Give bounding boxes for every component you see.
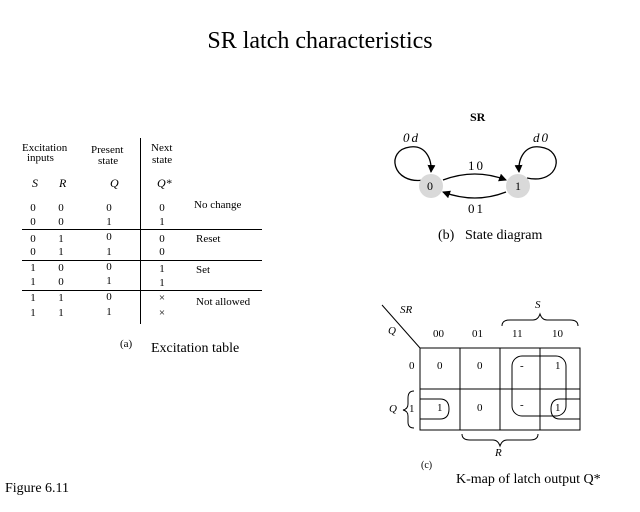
cell-q: 0 bbox=[106, 202, 112, 214]
cell-s: 0 bbox=[30, 202, 36, 214]
cell-qnext: 0 bbox=[159, 233, 165, 245]
state-diagram-header: SR bbox=[470, 110, 486, 124]
header-inputs: inputs bbox=[27, 152, 54, 164]
col-r-label: R bbox=[59, 176, 67, 190]
header-excitation: Excitation bbox=[22, 142, 68, 154]
self-loop-1-label: d0 bbox=[533, 130, 550, 145]
kmap-row-header: 0 bbox=[409, 360, 415, 372]
cell-r: 0 bbox=[58, 216, 64, 228]
caption-a-letter: (a) bbox=[120, 338, 133, 350]
note-no-change: No change bbox=[194, 199, 242, 211]
cell-s: 1 bbox=[30, 307, 36, 319]
caption-c: K-map of latch output Q* bbox=[456, 472, 601, 487]
self-loop-0-arrow bbox=[394, 146, 436, 182]
cell-qnext: × bbox=[158, 307, 166, 319]
figure-label: Figure 6.11 bbox=[5, 481, 70, 496]
cell-qnext: 1 bbox=[159, 263, 165, 275]
group-wrap-right bbox=[550, 398, 580, 420]
state-1-node bbox=[506, 174, 530, 198]
cell-q: 0 bbox=[106, 231, 112, 243]
cell-qnext: 0 bbox=[159, 246, 165, 258]
caption-b: State diagram bbox=[465, 228, 543, 243]
cell-s: 0 bbox=[30, 233, 36, 245]
state-0-label: 0 bbox=[427, 179, 433, 193]
col-qstar-label: Q* bbox=[157, 176, 172, 190]
cell-q: 1 bbox=[106, 216, 112, 228]
table-divider-1 bbox=[22, 229, 262, 230]
kmap-col-header: 01 bbox=[472, 328, 483, 340]
page-title: SR latch characteristics bbox=[207, 28, 433, 54]
cell-q: 1 bbox=[106, 246, 112, 258]
edge-0-to-1-label: 10 bbox=[468, 158, 485, 173]
kmap-cell: 0 bbox=[477, 402, 483, 414]
note-set: Set bbox=[196, 264, 211, 276]
cell-q: 1 bbox=[106, 306, 112, 318]
cell-r: 1 bbox=[58, 292, 64, 304]
caption-a: Excitation table bbox=[151, 341, 240, 356]
cell-s: 1 bbox=[30, 262, 36, 274]
cell-q: 0 bbox=[106, 261, 112, 273]
kmap-group-r-label: R bbox=[495, 447, 502, 459]
kmap-col-header: 00 bbox=[433, 328, 444, 340]
cell-qnext: 1 bbox=[159, 277, 165, 289]
cell-q: 1 bbox=[106, 275, 112, 287]
bracket-q bbox=[402, 390, 415, 429]
cell-s: 1 bbox=[30, 292, 36, 304]
note-reset: Reset bbox=[196, 233, 221, 245]
kmap-cell: 1 bbox=[437, 402, 443, 414]
self-loop-0-label: 0d bbox=[403, 130, 420, 145]
self-loop-1-arrow bbox=[514, 146, 557, 180]
kmap-cell: - bbox=[520, 360, 524, 372]
kmap-cell: 1 bbox=[555, 360, 561, 372]
kmap-row-header: 1 bbox=[409, 403, 415, 415]
caption-b-letter: (b) bbox=[438, 228, 455, 243]
bracket-s bbox=[501, 312, 579, 327]
edge-1-to-0-arrow bbox=[442, 190, 507, 199]
cell-s: 0 bbox=[30, 246, 36, 258]
bracket-r bbox=[461, 433, 539, 448]
kmap-col-header: 11 bbox=[512, 328, 523, 340]
cell-s: 0 bbox=[30, 216, 36, 228]
kmap-cell: 0 bbox=[477, 360, 483, 372]
cell-qnext: × bbox=[158, 292, 166, 304]
cell-q: 0 bbox=[106, 291, 112, 303]
cell-qnext: 0 bbox=[159, 202, 165, 214]
edge-1-to-0-label: 01 bbox=[468, 201, 485, 216]
kmap-col-header: 10 bbox=[552, 328, 563, 340]
table-divider-vertical bbox=[140, 138, 141, 324]
cell-r: 1 bbox=[58, 233, 64, 245]
kmap-var-q: Q bbox=[388, 325, 396, 337]
cell-r: 1 bbox=[58, 307, 64, 319]
state-1-label: 1 bbox=[515, 179, 521, 193]
cell-r: 0 bbox=[58, 262, 64, 274]
kmap-cell: - bbox=[520, 399, 524, 411]
cell-qnext: 1 bbox=[159, 216, 165, 228]
cell-s: 1 bbox=[30, 276, 36, 288]
header-present: Present bbox=[91, 144, 124, 156]
cell-r: 1 bbox=[58, 246, 64, 258]
caption-c-letter: (c) bbox=[421, 460, 433, 471]
state-0-node bbox=[419, 174, 443, 198]
header-present-state: state bbox=[98, 155, 119, 167]
kmap-group-q-label: Q bbox=[389, 403, 397, 415]
kmap-group-s-label: S bbox=[535, 299, 541, 311]
col-q-label: Q bbox=[110, 176, 119, 190]
kmap-cell: 1 bbox=[555, 402, 561, 414]
cell-r: 0 bbox=[58, 202, 64, 214]
header-next-state: state bbox=[152, 154, 173, 166]
cell-r: 0 bbox=[58, 276, 64, 288]
edge-0-to-1-arrow bbox=[442, 173, 507, 182]
group-wrap-left bbox=[420, 398, 450, 420]
col-s-label: S bbox=[32, 176, 38, 190]
table-divider-3 bbox=[22, 290, 262, 291]
kmap-var-sr: SR bbox=[400, 304, 413, 316]
group-vertical bbox=[511, 355, 567, 417]
header-next: Next bbox=[151, 142, 173, 154]
note-not-allowed: Not allowed bbox=[196, 296, 251, 308]
kmap-cell: 0 bbox=[437, 360, 443, 372]
table-divider-2 bbox=[22, 260, 262, 261]
